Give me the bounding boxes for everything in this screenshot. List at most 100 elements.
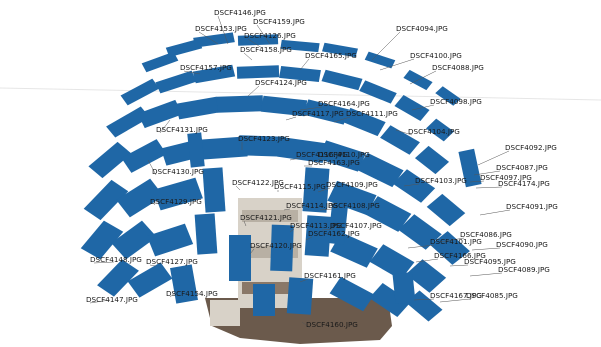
camera-frustum[interactable] bbox=[435, 86, 461, 106]
camera-label[interactable]: DSCF4120.JPG bbox=[250, 241, 302, 250]
camera-frustum[interactable] bbox=[280, 39, 320, 53]
camera-label[interactable]: DSCF4148.JPG bbox=[90, 255, 142, 264]
camera-frustum[interactable] bbox=[369, 282, 411, 318]
camera-frustum[interactable] bbox=[146, 223, 194, 257]
camera-frustum[interactable] bbox=[202, 167, 226, 213]
camera-label[interactable]: DSCF4124.JPG bbox=[255, 78, 307, 87]
camera-frustum[interactable] bbox=[88, 141, 132, 179]
camera-frustum[interactable] bbox=[97, 259, 139, 297]
camera-label[interactable]: DSCF4089.JPG bbox=[498, 265, 550, 274]
camera-frustum[interactable] bbox=[279, 65, 321, 83]
camera-frustum[interactable] bbox=[414, 145, 450, 175]
camera-label[interactable]: DSCF4130.JPG bbox=[152, 167, 204, 176]
camera-label[interactable]: DSCF4088.JPG bbox=[432, 63, 484, 72]
camera-frustum[interactable] bbox=[120, 78, 160, 106]
camera-frustum[interactable] bbox=[369, 244, 415, 280]
camera-frustum[interactable] bbox=[260, 95, 308, 117]
camera-label[interactable]: DSCF4162.JPG bbox=[308, 229, 360, 238]
camera-label[interactable]: DSCF4127.JPG bbox=[146, 257, 198, 266]
camera-frustum[interactable] bbox=[270, 224, 294, 272]
camera-label[interactable]: DSCF4147.JPG bbox=[86, 295, 138, 304]
camera-label[interactable]: DSCF4094.JPG bbox=[396, 24, 448, 33]
camera-frustum[interactable] bbox=[111, 220, 157, 260]
camera-frustum[interactable] bbox=[277, 136, 327, 164]
camera-label[interactable]: DSCF4100.JPG bbox=[410, 51, 462, 60]
camera-label[interactable]: DSCF4110.JPG bbox=[318, 150, 370, 159]
camera-frustum[interactable] bbox=[187, 132, 205, 168]
camera-label[interactable]: DSCF4126.JPG bbox=[244, 31, 296, 40]
camera-frustum[interactable] bbox=[426, 193, 466, 227]
camera-label[interactable]: DSCF4166.JPG bbox=[434, 251, 486, 260]
camera-label[interactable]: DSCF4123.JPG bbox=[238, 134, 290, 143]
camera-frustum[interactable] bbox=[193, 32, 235, 48]
camera-label[interactable]: DSCF4165.JPG bbox=[305, 51, 357, 60]
camera-label[interactable]: DSCF4114.JPG bbox=[286, 201, 338, 210]
camera-frustum[interactable] bbox=[364, 196, 412, 232]
camera-frustum[interactable] bbox=[359, 80, 397, 104]
camera-label[interactable]: DSCF4117.JPG bbox=[292, 109, 344, 118]
camera-frustum[interactable] bbox=[121, 139, 167, 173]
camera-frustum[interactable] bbox=[83, 179, 129, 221]
camera-label[interactable]: DSCF4167.JPG bbox=[430, 291, 482, 300]
camera-label[interactable]: DSCF4116.JPG bbox=[296, 150, 348, 159]
camera-frustum[interactable] bbox=[458, 148, 482, 188]
camera-label[interactable]: DSCF4098.JPG bbox=[430, 97, 482, 106]
camera-label[interactable]: DSCF4129.JPG bbox=[150, 197, 202, 206]
camera-frustum[interactable] bbox=[321, 69, 363, 91]
camera-frustum[interactable] bbox=[192, 64, 236, 84]
camera-label[interactable]: DSCF4164.JPG bbox=[318, 99, 370, 108]
camera-frustum[interactable] bbox=[165, 38, 203, 58]
camera-label[interactable]: DSCF4131.JPG bbox=[156, 125, 208, 134]
camera-frustum[interactable] bbox=[322, 42, 358, 58]
camera-label[interactable]: DSCF4161.JPG bbox=[304, 271, 356, 280]
camera-frustum[interactable] bbox=[80, 220, 124, 260]
camera-label[interactable]: DSCF4097.JPG bbox=[480, 173, 532, 182]
camera-label[interactable]: DSCF4146.JPG bbox=[214, 8, 266, 17]
camera-label[interactable]: DSCF4122.JPG bbox=[232, 178, 284, 187]
camera-frustum[interactable] bbox=[137, 99, 183, 129]
camera-frustum[interactable] bbox=[394, 95, 430, 121]
camera-label[interactable]: DSCF4104.JPG bbox=[408, 127, 460, 136]
camera-label[interactable]: DSCF4085.JPG bbox=[466, 291, 518, 300]
camera-frustum[interactable] bbox=[392, 272, 416, 304]
camera-label[interactable]: DSCF4090.JPG bbox=[496, 240, 548, 249]
camera-frustum[interactable] bbox=[392, 169, 436, 203]
camera-frustum[interactable] bbox=[302, 167, 330, 213]
camera-frustum[interactable] bbox=[342, 107, 386, 137]
camera-frustum[interactable] bbox=[398, 214, 442, 250]
camera-label[interactable]: DSCF4101.JPG bbox=[430, 237, 482, 246]
camera-label[interactable]: DSCF4115.JPG bbox=[274, 182, 326, 191]
camera-label[interactable]: DSCF4121.JPG bbox=[240, 213, 292, 222]
camera-frustum[interactable] bbox=[329, 276, 375, 312]
camera-label[interactable]: DSCF4103.JPG bbox=[415, 176, 467, 185]
camera-frustum[interactable] bbox=[253, 284, 275, 316]
camera-label[interactable]: DSCF4163.JPG bbox=[308, 158, 360, 167]
camera-label[interactable]: DSCF4091.JPG bbox=[506, 202, 558, 211]
camera-label[interactable]: DSCF4153.JPG bbox=[195, 24, 247, 33]
camera-label[interactable]: DSCF4087.JPG bbox=[496, 163, 548, 172]
camera-frustum[interactable] bbox=[116, 178, 164, 218]
camera-frustum[interactable] bbox=[425, 118, 455, 142]
camera-frustum[interactable] bbox=[155, 70, 197, 94]
camera-label[interactable]: DSCF4160.JPG bbox=[306, 320, 358, 329]
camera-frustum[interactable] bbox=[405, 259, 447, 293]
camera-label[interactable]: DSCF4092.JPG bbox=[505, 143, 557, 152]
camera-frustum[interactable] bbox=[237, 34, 279, 46]
camera-frustum[interactable] bbox=[430, 231, 470, 265]
camera-label[interactable]: DSCF4154.JPG bbox=[166, 289, 218, 298]
camera-frustum[interactable] bbox=[286, 277, 314, 315]
camera-label[interactable]: DSCF4159.JPG bbox=[253, 17, 305, 26]
camera-frustum[interactable] bbox=[229, 235, 251, 281]
camera-label[interactable]: DSCF4111.JPG bbox=[346, 109, 398, 118]
camera-frustum[interactable] bbox=[356, 152, 404, 188]
camera-frustum[interactable] bbox=[304, 215, 332, 257]
camera-frustum[interactable] bbox=[141, 51, 179, 73]
camera-frustum[interactable] bbox=[236, 65, 280, 79]
camera-frustum[interactable] bbox=[200, 136, 248, 160]
camera-frustum[interactable] bbox=[364, 51, 396, 69]
camera-label[interactable]: DSCF4113.JPG bbox=[290, 221, 342, 230]
camera-label[interactable]: DSCF4109.JPG bbox=[326, 180, 378, 189]
camera-frustum[interactable] bbox=[153, 177, 203, 211]
camera-frustum[interactable] bbox=[216, 95, 264, 113]
